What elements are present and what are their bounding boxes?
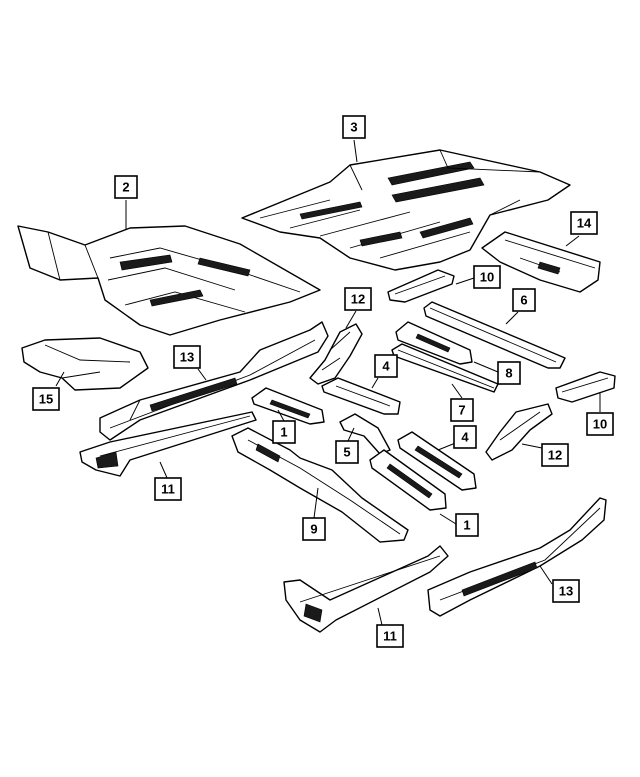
callout-1-lower: 1 <box>455 513 479 537</box>
callout-2-label: 2 <box>122 180 129 195</box>
sill-rail-left <box>79 411 257 477</box>
callout-5-label: 5 <box>343 445 350 460</box>
bracket-right <box>555 371 616 403</box>
heat-shield <box>21 337 149 391</box>
callout-10-upper: 10 <box>473 265 501 289</box>
sill-rail-right <box>283 545 449 633</box>
floor-rail <box>231 427 409 543</box>
callout-13-upper-label: 13 <box>180 350 194 365</box>
callout-4-lower: 4 <box>453 425 477 449</box>
callout-8-label: 8 <box>505 366 512 381</box>
callout-12-upper: 12 <box>344 287 372 311</box>
callout-13-upper: 13 <box>173 345 201 369</box>
floor-crossmember-upper <box>251 387 325 425</box>
callout-3: 3 <box>342 115 366 139</box>
seat-riser-upper <box>309 323 363 385</box>
crossmember-bracket-upper <box>321 377 401 415</box>
callout-1-lower-label: 1 <box>463 518 470 533</box>
callout-11-upper: 11 <box>154 477 182 501</box>
callout-13-lower-label: 13 <box>559 584 573 599</box>
seat-riser-right <box>485 403 553 461</box>
callout-1-upper: 1 <box>272 420 296 444</box>
callout-11-lower: 11 <box>376 624 404 648</box>
bracket-upper <box>387 269 455 303</box>
callout-4-upper-label: 4 <box>382 359 390 374</box>
crossmember-bracket-lower <box>397 431 477 491</box>
callout-12-right: 12 <box>541 443 569 467</box>
callout-7: 7 <box>450 398 474 422</box>
rear-floor-pan <box>241 149 571 271</box>
crossmember-long <box>423 301 566 369</box>
callout-6-label: 6 <box>520 293 527 308</box>
callout-10-right: 10 <box>586 412 614 436</box>
callout-15: 15 <box>32 387 60 411</box>
callout-6: 6 <box>512 288 536 312</box>
rear-crossmember-bracket <box>481 231 601 293</box>
sill-panel-right <box>427 497 607 617</box>
callout-3-label: 3 <box>350 120 357 135</box>
callout-11-lower-label: 11 <box>383 629 397 644</box>
floor-crossmember-lower <box>369 449 447 511</box>
sill-panel-left <box>99 321 329 441</box>
callout-9: 9 <box>302 517 326 541</box>
front-floor-pan <box>17 225 321 336</box>
callout-15-label: 15 <box>39 392 53 407</box>
callout-4-upper: 4 <box>374 354 398 378</box>
leader-lines <box>55 139 601 626</box>
callout-4-lower-label: 4 <box>461 430 469 445</box>
callout-8: 8 <box>497 361 521 385</box>
callout-12-right-label: 12 <box>548 448 562 463</box>
callout-1-upper-label: 1 <box>280 425 287 440</box>
callout-14: 14 <box>570 211 598 235</box>
callout-5: 5 <box>335 440 359 464</box>
callout-9-label: 9 <box>310 522 317 537</box>
callout-7-label: 7 <box>458 403 465 418</box>
callout-2: 2 <box>114 175 138 199</box>
callout-13-lower: 13 <box>552 579 580 603</box>
callout-10-right-label: 10 <box>593 417 607 432</box>
crossmember-mid <box>395 321 473 365</box>
callout-14-label: 14 <box>577 216 592 231</box>
callout-10-upper-label: 10 <box>480 270 494 285</box>
callout-12-upper-label: 12 <box>351 292 365 307</box>
callout-11-upper-label: 11 <box>161 482 175 497</box>
